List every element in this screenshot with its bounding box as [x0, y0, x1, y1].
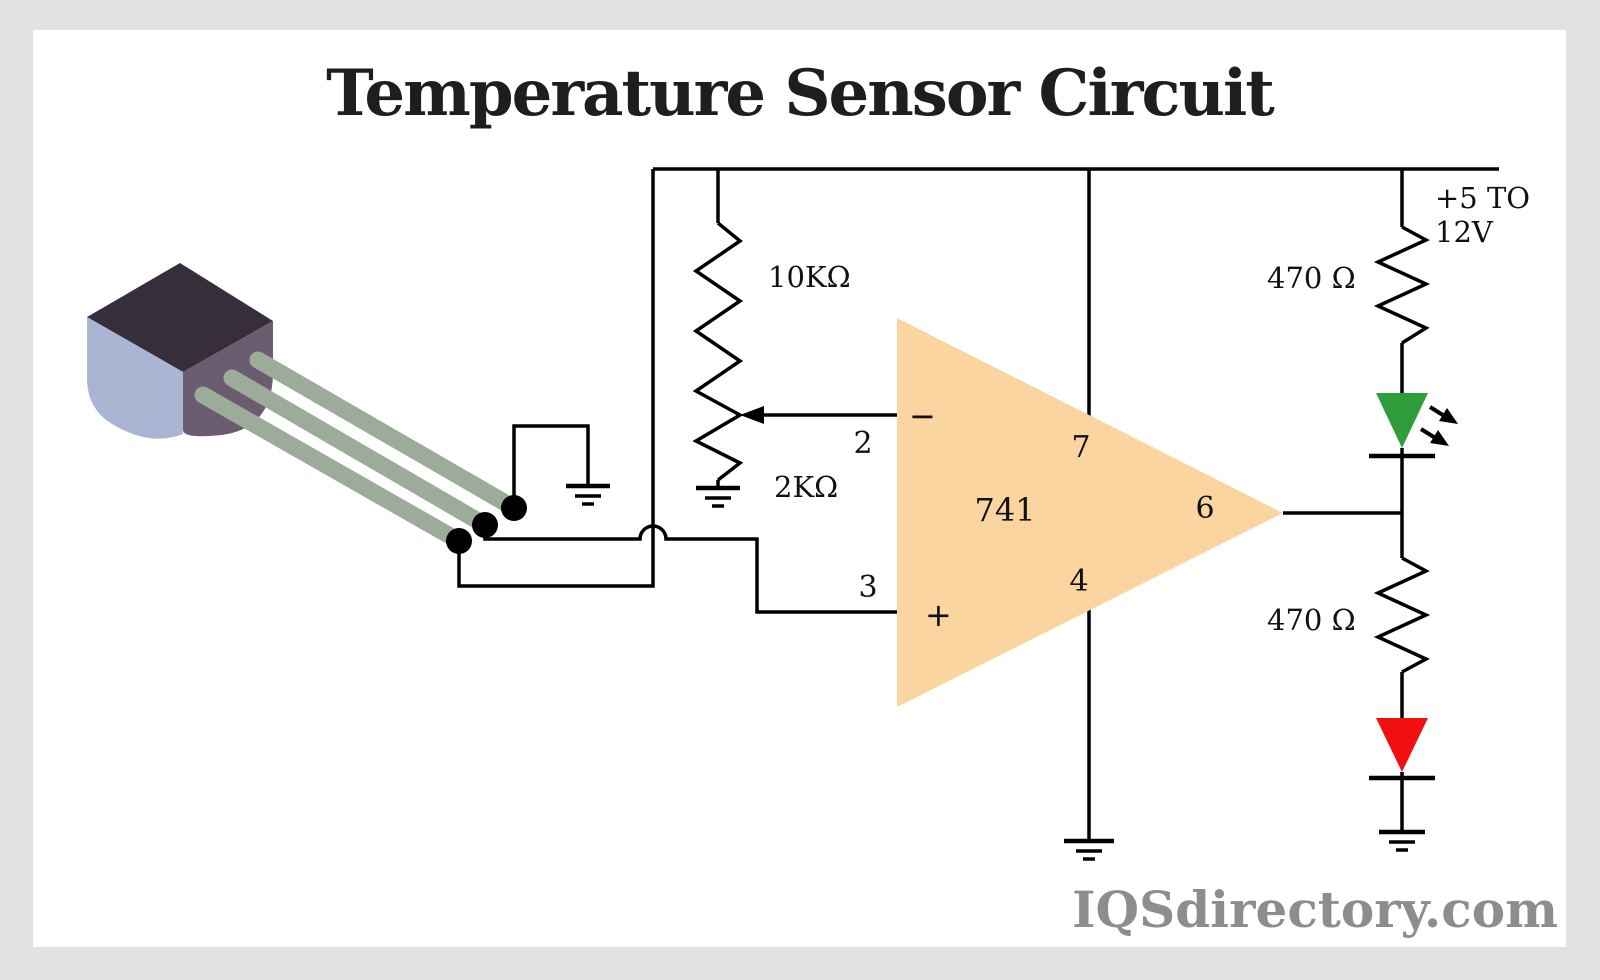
watermark: IQSdirectory.com [1072, 880, 1558, 939]
potentiometer: 10KΩ 2KΩ [692, 221, 851, 504]
resistor-bottom-zigzag [1373, 556, 1431, 674]
pot-set-value-label: 2KΩ [774, 470, 838, 504]
pin2-label: 2 [853, 426, 872, 461]
sensor-ground-wire [512, 424, 590, 508]
resistor-top-zigzag [1373, 225, 1431, 345]
diagram-canvas [33, 30, 1566, 947]
potentiometer-zigzag [692, 221, 744, 482]
resistor-top-value-label: 470 Ω [1267, 261, 1356, 295]
green-led-triangle [1376, 393, 1428, 448]
red-led-ground-symbol [1379, 829, 1425, 852]
resistor-bottom-value-label: 470 Ω [1267, 603, 1356, 637]
sensor-ground-symbol [566, 483, 610, 506]
page-title: Temperature Sensor Circuit [326, 56, 1275, 131]
pot-ground-symbol [696, 485, 740, 508]
wiper-arrowhead-icon [740, 406, 764, 424]
noninverting-sign-label: + [925, 596, 952, 634]
opamp-part-label: 741 [974, 491, 1035, 529]
opamp-741: − + 741 2 3 7 4 6 [853, 318, 1283, 707]
pin6-label: 6 [1195, 491, 1214, 526]
red-led-triangle [1376, 718, 1428, 772]
sensor-leads [194, 351, 523, 550]
sensor-left-face [87, 317, 183, 439]
junction-dot-bottom [446, 528, 472, 554]
pot-total-value-label: 10KΩ [768, 260, 851, 294]
sensor-top-face [87, 263, 273, 372]
ground-symbols [566, 483, 1425, 861]
pin7-label: 7 [1071, 430, 1090, 465]
sensor-lead-middle [223, 369, 494, 534]
opamp-triangle [897, 318, 1283, 707]
supply-label-line1: +5 TO [1435, 181, 1530, 215]
sensor-lead-top [249, 351, 523, 517]
pin3-label: 3 [858, 570, 877, 605]
pin4-label: 4 [1069, 564, 1088, 599]
supply-label-line2: 12V [1435, 215, 1494, 249]
led-branch: 470 Ω 470 Ω +5 TO 12V [1267, 181, 1530, 781]
junction-dot-top [501, 495, 527, 521]
inverting-sign-label: − [909, 397, 936, 435]
opamp-ground-symbol [1064, 838, 1114, 861]
temperature-sensor [87, 263, 527, 554]
sensor-supply-wire [457, 169, 655, 588]
connection-dots [446, 495, 527, 554]
led-emission-arrows-icon [1419, 405, 1458, 446]
junction-dot-middle [472, 512, 498, 538]
sensor-lead-bottom [194, 386, 468, 550]
sensor-signal-wire [483, 524, 897, 614]
